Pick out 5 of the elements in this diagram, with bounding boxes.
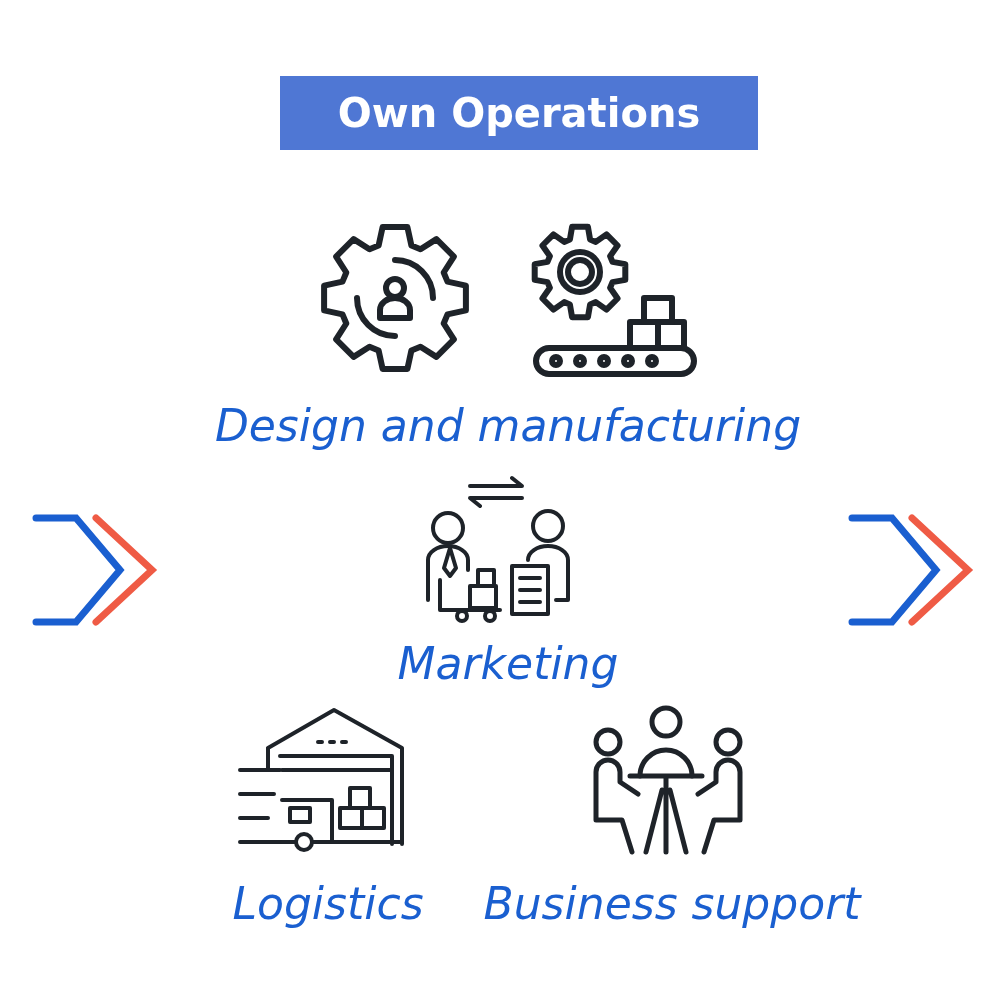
title-banner: Own Operations [280,76,758,150]
caption-text: Design and manufacturing [214,402,802,451]
caption-text: Marketing [397,640,619,689]
caption-text: Logistics [232,880,424,929]
caption-text: Business support [483,880,861,929]
